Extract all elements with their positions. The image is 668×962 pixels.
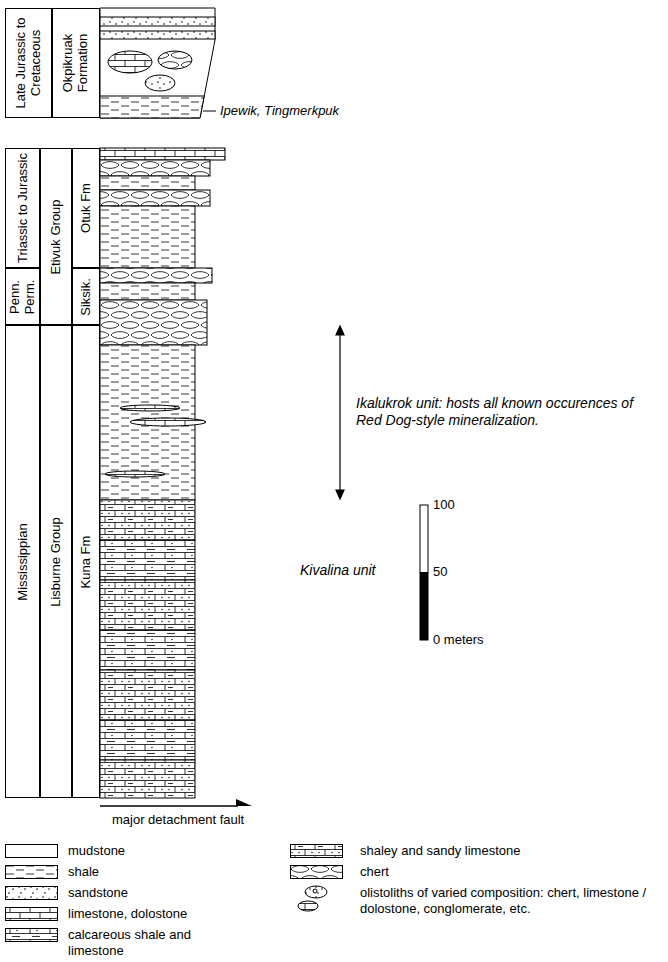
column-shape — [100, 96, 204, 118]
scale-bar — [420, 505, 428, 640]
olistolith-symbol — [305, 886, 327, 898]
unit-box: Mississippian — [5, 325, 40, 798]
legend-sample — [6, 887, 58, 900]
unit-note: Ikalukrok unit: hosts all known occurenc… — [356, 395, 658, 429]
legend-sample — [6, 929, 58, 942]
column-shape — [100, 160, 210, 176]
column-shape — [120, 405, 180, 411]
unit-name: Siksik. — [79, 272, 94, 321]
column-shape — [100, 283, 195, 300]
legend-sample — [291, 845, 343, 858]
unit-box: Etivuk Group — [40, 148, 72, 325]
legend-swatch — [5, 927, 61, 957]
column-shape — [100, 500, 195, 540]
unit-name: Okpikruak Formation — [61, 12, 91, 114]
scale-value: 50 — [433, 564, 493, 580]
unit-name: Lisburne Group — [49, 329, 64, 794]
column-shape — [100, 630, 195, 670]
column-shape — [236, 799, 252, 806]
legend-text: sandstone — [68, 885, 208, 901]
unit-name: Triassic to Jurassic — [15, 152, 30, 264]
column-shape — [100, 300, 207, 345]
column-shape — [100, 148, 225, 160]
unit-box: Penn. Perm. — [5, 268, 40, 325]
column-shape — [130, 418, 206, 426]
legend-text: calcareous shale and limestone — [68, 927, 208, 958]
column-shape — [100, 31, 215, 39]
column-shape — [145, 75, 175, 91]
unit-name: Late Jurassic to Cretaceous — [14, 12, 44, 114]
legend-entry: calcareous shale and limestone — [5, 927, 285, 962]
unit-name: Kuna Fm — [79, 329, 94, 794]
unit-box: Late Jurassic to Cretaceous — [5, 8, 52, 118]
legend-sample — [6, 866, 58, 879]
unit-name: Mississippian — [15, 329, 30, 794]
legend-text: shale — [68, 864, 208, 880]
legend-text: mudstone — [68, 843, 208, 859]
scale-value: 100 — [433, 497, 493, 513]
column-shape — [105, 471, 165, 477]
legend-swatch — [290, 885, 346, 915]
unit-box: Siksik. — [72, 268, 100, 325]
legend-text: chert — [360, 864, 650, 880]
column-shape — [100, 17, 215, 26]
olistolith-symbol — [298, 901, 318, 911]
column-shape — [158, 51, 192, 69]
column-shape — [420, 505, 428, 573]
column-shape — [100, 805, 238, 807]
lower-column — [100, 148, 225, 798]
legend-sample — [291, 866, 343, 879]
column-shape — [100, 670, 195, 720]
unit-name: Etivuk Group — [49, 152, 64, 321]
legend-sample — [6, 845, 58, 858]
scale-value: 0 meters — [433, 632, 523, 648]
column-shape — [336, 326, 344, 335]
unit-box: Kuna Fm — [72, 325, 100, 798]
column-shape — [108, 51, 152, 73]
unit-note: Kivalina unit — [300, 562, 410, 579]
column-shape — [100, 720, 195, 760]
column-shape — [100, 268, 212, 283]
legend-text: limestone, dolostone — [68, 906, 208, 922]
column-shape — [100, 580, 195, 630]
formation-note: Ipewik, Tingmerkpuk — [220, 103, 420, 119]
column-shape — [339, 332, 340, 493]
legend-sample — [6, 908, 58, 921]
unit-box: Triassic to Jurassic — [5, 148, 40, 268]
unit-box: Otuk Fm — [72, 148, 100, 268]
legend-text: shaley and sandy limestone — [360, 843, 650, 859]
column-shape — [100, 190, 210, 206]
unit-name: Penn. Perm. — [8, 272, 38, 321]
column-shape — [203, 111, 216, 112]
olistolith-symbol — [313, 889, 317, 893]
unit-box: Okpikruak Formation — [52, 8, 100, 118]
column-shape — [100, 206, 195, 268]
okpikruak-section — [100, 8, 216, 118]
fault-label: major detachment fault — [112, 812, 312, 828]
unit-box: Lisburne Group — [40, 325, 72, 798]
column-shape — [100, 760, 195, 798]
column-shape — [420, 573, 428, 641]
legend-entry: olistoliths of varied composition: chert… — [290, 885, 660, 925]
ikalukrok-range-arrow — [336, 326, 344, 499]
unit-name: Otuk Fm — [79, 152, 94, 264]
detachment-fault-arrow — [100, 799, 252, 806]
column-shape — [336, 490, 344, 499]
legend-text: olistoliths of varied composition: chert… — [360, 885, 650, 916]
column-shape — [100, 8, 215, 118]
column-shape — [100, 540, 195, 580]
column-shape — [100, 176, 195, 190]
legend-entry: shaley and sandy limestone — [290, 843, 660, 883]
